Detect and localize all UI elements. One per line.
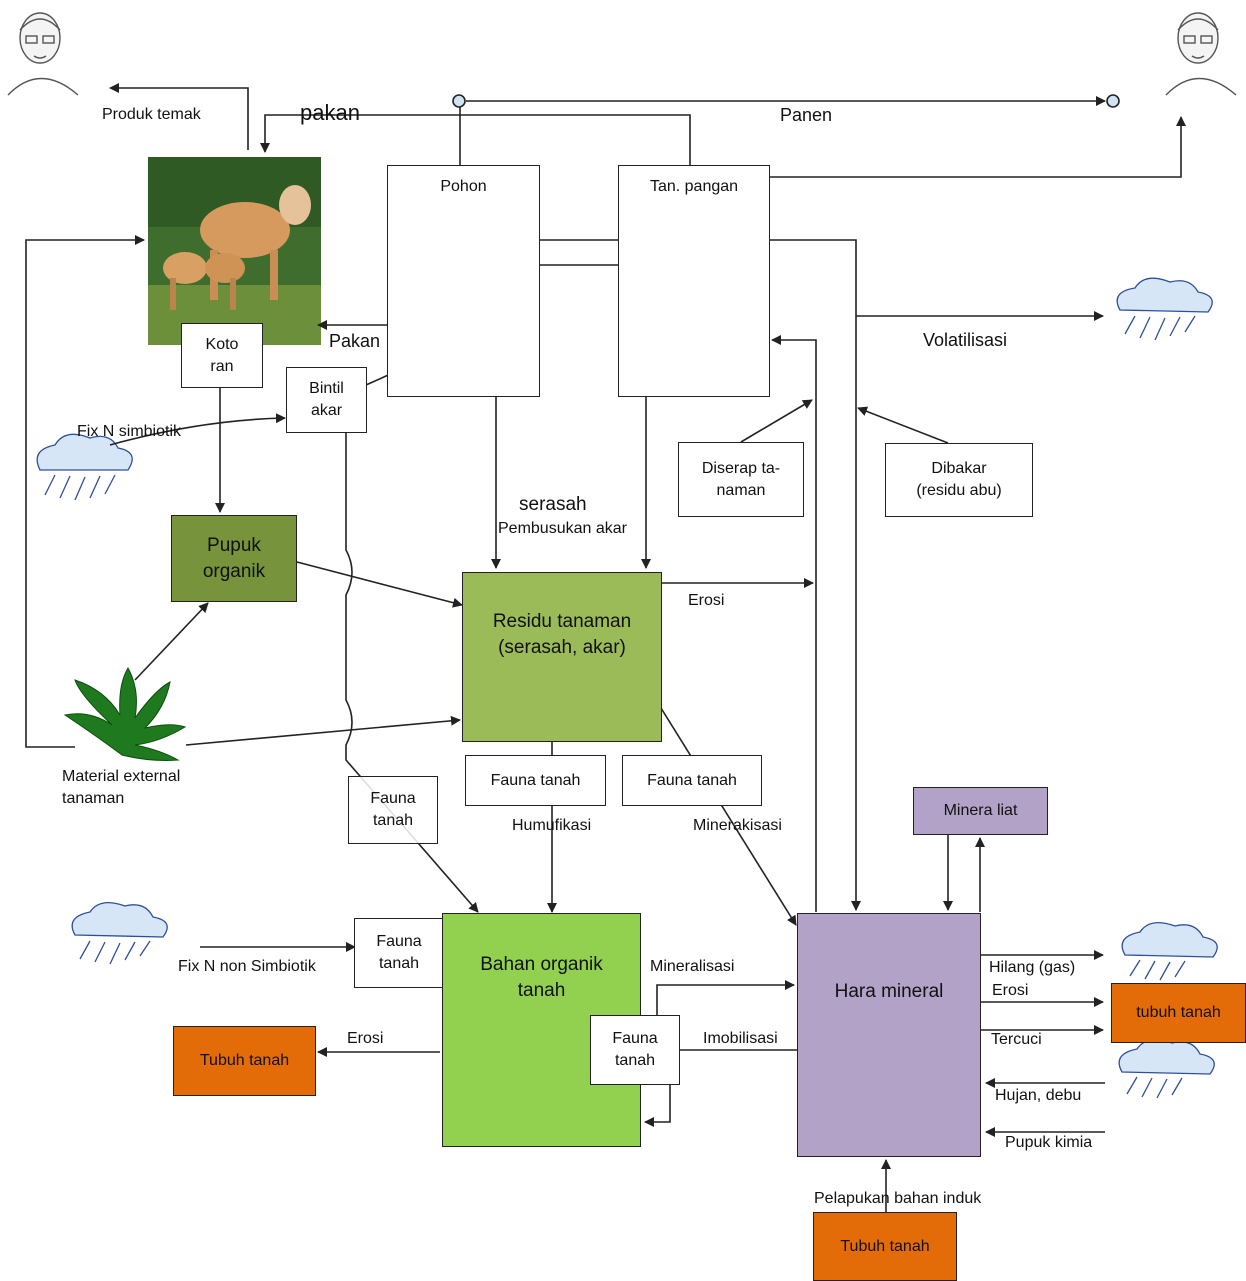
pupuk-organik-box: Pupuk organik <box>171 515 297 602</box>
kotoran-box: Koto ran <box>181 323 263 388</box>
leafy-plant-icon <box>63 666 187 761</box>
fauna-tanah-box: Fauna tanah <box>622 755 762 806</box>
volatilisasi-label: Volatilisasi <box>923 330 1008 350</box>
mineral-liat-box: Minera liat <box>913 787 1048 835</box>
fauna-tanah-label: Fauna tanah <box>376 933 422 972</box>
panen-label: Panen <box>780 105 833 125</box>
erosi-label: Erosi <box>347 1030 384 1047</box>
tubuh-tanah-box: Tubuh tanah <box>173 1026 316 1096</box>
pupuk-organik-label: Pupuk organik <box>202 534 266 582</box>
fauna-tanah-label: Fauna tanah <box>370 790 416 829</box>
fauna-tanah-box: Fauna tanah <box>465 755 606 806</box>
material-external-label: Material external tanaman <box>62 768 181 807</box>
hara-mineral-box: Hara mineral <box>797 913 981 1157</box>
fauna-tanah-label: Fauna tanah <box>612 1030 658 1069</box>
humufikasi-label: Humufikasi <box>512 817 592 834</box>
fauna-tanah-box: Fauna tanah <box>348 776 438 844</box>
tan-pangan-box: Tan. pangan <box>618 165 770 397</box>
pembusukan-akar-label: Pembusukan akar <box>498 520 627 537</box>
connector-lines <box>25 83 1186 1212</box>
mineral-liat-label: Minera liat <box>943 802 1018 820</box>
produk-ternak-label: Produk temak <box>102 106 201 123</box>
residu-tanaman-box: Residu tanaman (serasah, akar) <box>462 572 662 742</box>
pakan-top-label: pakan <box>300 100 360 125</box>
pelapukan-label: Pelapukan bahan induk <box>814 1190 982 1207</box>
person-sketch-icon <box>1165 12 1237 96</box>
tercuci-label: Tercuci <box>991 1031 1042 1048</box>
serasah-label: serasah <box>519 494 587 515</box>
pohon-label: Pohon <box>440 178 487 195</box>
kotoran-label: Koto ran <box>205 335 239 375</box>
cloud-rain-icon <box>1116 277 1213 341</box>
tubuh-tanah-label: Tubuh tanah <box>840 1237 930 1255</box>
fauna-tanah-label: Fauna tanah <box>490 771 581 789</box>
bintil-akar-box: Bintil akar <box>286 367 367 433</box>
fauna-tanah-label: Fauna tanah <box>647 771 737 789</box>
diserap-tanaman-label: Diserap ta- naman <box>701 459 781 499</box>
fix-n-simbiotik-label: Fix N simbiotik <box>77 423 182 440</box>
tubuh-tanah-label: tubuh tanah <box>1136 1004 1221 1022</box>
imobilisasi-label: Imobilisasi <box>703 1030 778 1047</box>
pupuk-kimia-label: Pupuk kimia <box>1005 1134 1093 1151</box>
tubuh-tanah-label: Tubuh tanah <box>199 1052 290 1070</box>
fauna-tanah-box: Fauna tanah <box>354 918 444 988</box>
erosi-label: Erosi <box>688 592 725 609</box>
erosi-label: Erosi <box>992 982 1029 999</box>
person-sketch-icon <box>7 12 79 96</box>
dibakar-label: Dibakar (residu abu) <box>916 460 1002 499</box>
dibakar-box: Dibakar (residu abu) <box>885 443 1033 517</box>
tan-pangan-label: Tan. pangan <box>649 178 739 195</box>
cloud-rain-icon <box>1118 1038 1215 1099</box>
cloud-rain-icon <box>1121 921 1218 981</box>
fauna-tanah-box: Fauna tanah <box>590 1015 680 1085</box>
diserap-tanaman-box: Diserap ta- naman <box>678 442 804 517</box>
fix-n-non-simbiotik-label: Fix N non Simbiotik <box>178 958 316 975</box>
cattle-photo <box>148 157 321 345</box>
hilang-gas-label: Hilang (gas) <box>989 959 1076 976</box>
cloud-rain-icon <box>71 901 168 965</box>
tubuh-tanah-box: tubuh tanah <box>1111 983 1246 1043</box>
residu-tanaman-label: Residu tanaman (serasah, akar) <box>492 611 632 658</box>
minerakisasi-label: Minerakisasi <box>693 817 782 834</box>
mineralisasi-label: Mineralisasi <box>650 958 735 975</box>
pakan-label: Pakan <box>329 331 381 351</box>
cloud-rain-icon <box>36 433 133 501</box>
bintil-akar-label: Bintil akar <box>309 380 344 419</box>
pohon-box: Pohon <box>387 165 540 397</box>
hujan-debu-label: Hujan, debu <box>995 1087 1082 1104</box>
bahan-organik-label: Bahan organik tanah <box>480 954 603 1001</box>
hara-mineral-label: Hara mineral <box>834 981 944 1002</box>
tubuh-tanah-box: Tubuh tanah <box>813 1212 957 1281</box>
